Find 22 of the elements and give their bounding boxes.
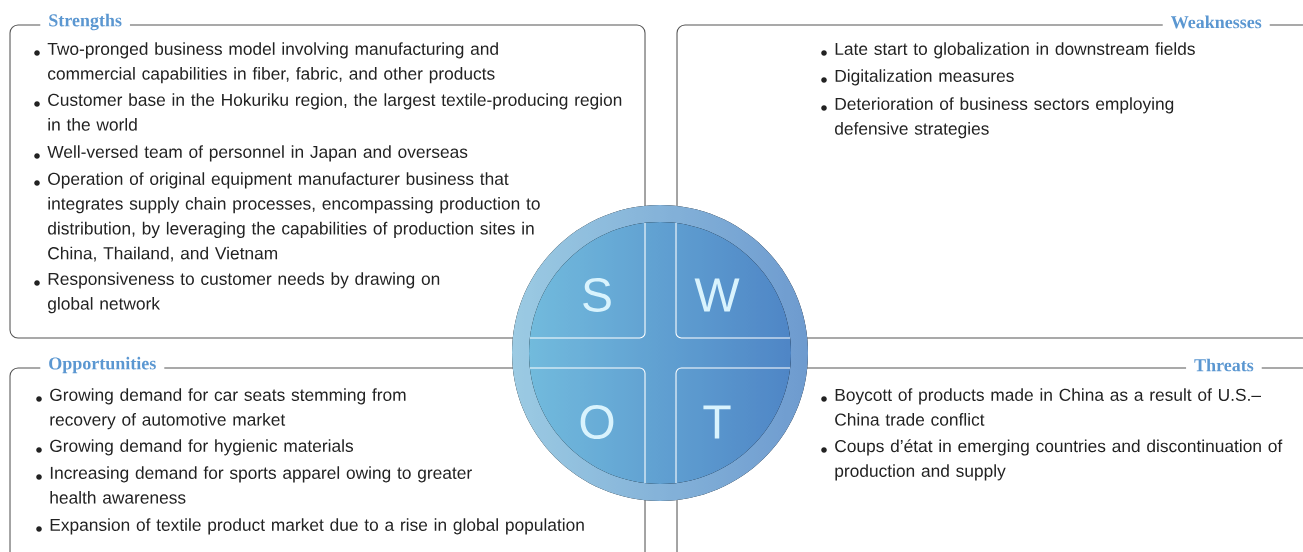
bullet-item: Customer base in the Hokuriku region, the largest textile-producing region in the world (34, 93, 622, 131)
bullet-item: Late start to globalization in downstream fields (821, 42, 1195, 59)
bullet-item: Coups d’état in emerging countries and discontinuation of production and supply (821, 439, 1283, 481)
quadrant-letter: W (694, 278, 740, 312)
bullet-item: Digitalization measures (821, 69, 1014, 86)
bullet-item: Responsiveness to customer needs by drawing on global network (34, 272, 440, 314)
bullet-item: Operation of original equipment manufacturer business that integrates supply chain processes, encompassing production to distribution, by leveraging the capabilities of production sites in China, Thailand, and Vietnam (34, 172, 540, 262)
bullet-item: Growing demand for car seats stemming from recovery of automotive market (36, 388, 406, 430)
bullet-item: Increasing demand for sports apparel owing to greater health awareness (36, 466, 472, 504)
bullet-item: Growing demand for hygienic materials (36, 439, 354, 456)
quadrant-letter: O (580, 405, 614, 439)
quadrant-heading: Opportunities (40, 355, 165, 375)
quadrant-heading: Threats (1186, 357, 1262, 373)
bullet-item: Deterioration of business sectors employing defensive strategies (821, 97, 1174, 139)
quadrant-letter: T (703, 405, 731, 439)
bullet-item: Two-pronged business model involving manufacturing and commercial capabilities in fiber, fabric, and other products (34, 42, 498, 84)
quadrant-letter: S (583, 278, 611, 312)
quadrant-heading: Strengths (40, 12, 130, 32)
bullet-item: Expansion of textile product market due to a rise in global population (36, 518, 584, 535)
bullet-item: Boycott of products made in China as a result of U.S.–China trade conflict (821, 388, 1261, 426)
quadrant-heading: Weaknesses (1162, 14, 1270, 30)
bullet-item: Well-versed team of personnel in Japan and overseas (34, 145, 468, 162)
